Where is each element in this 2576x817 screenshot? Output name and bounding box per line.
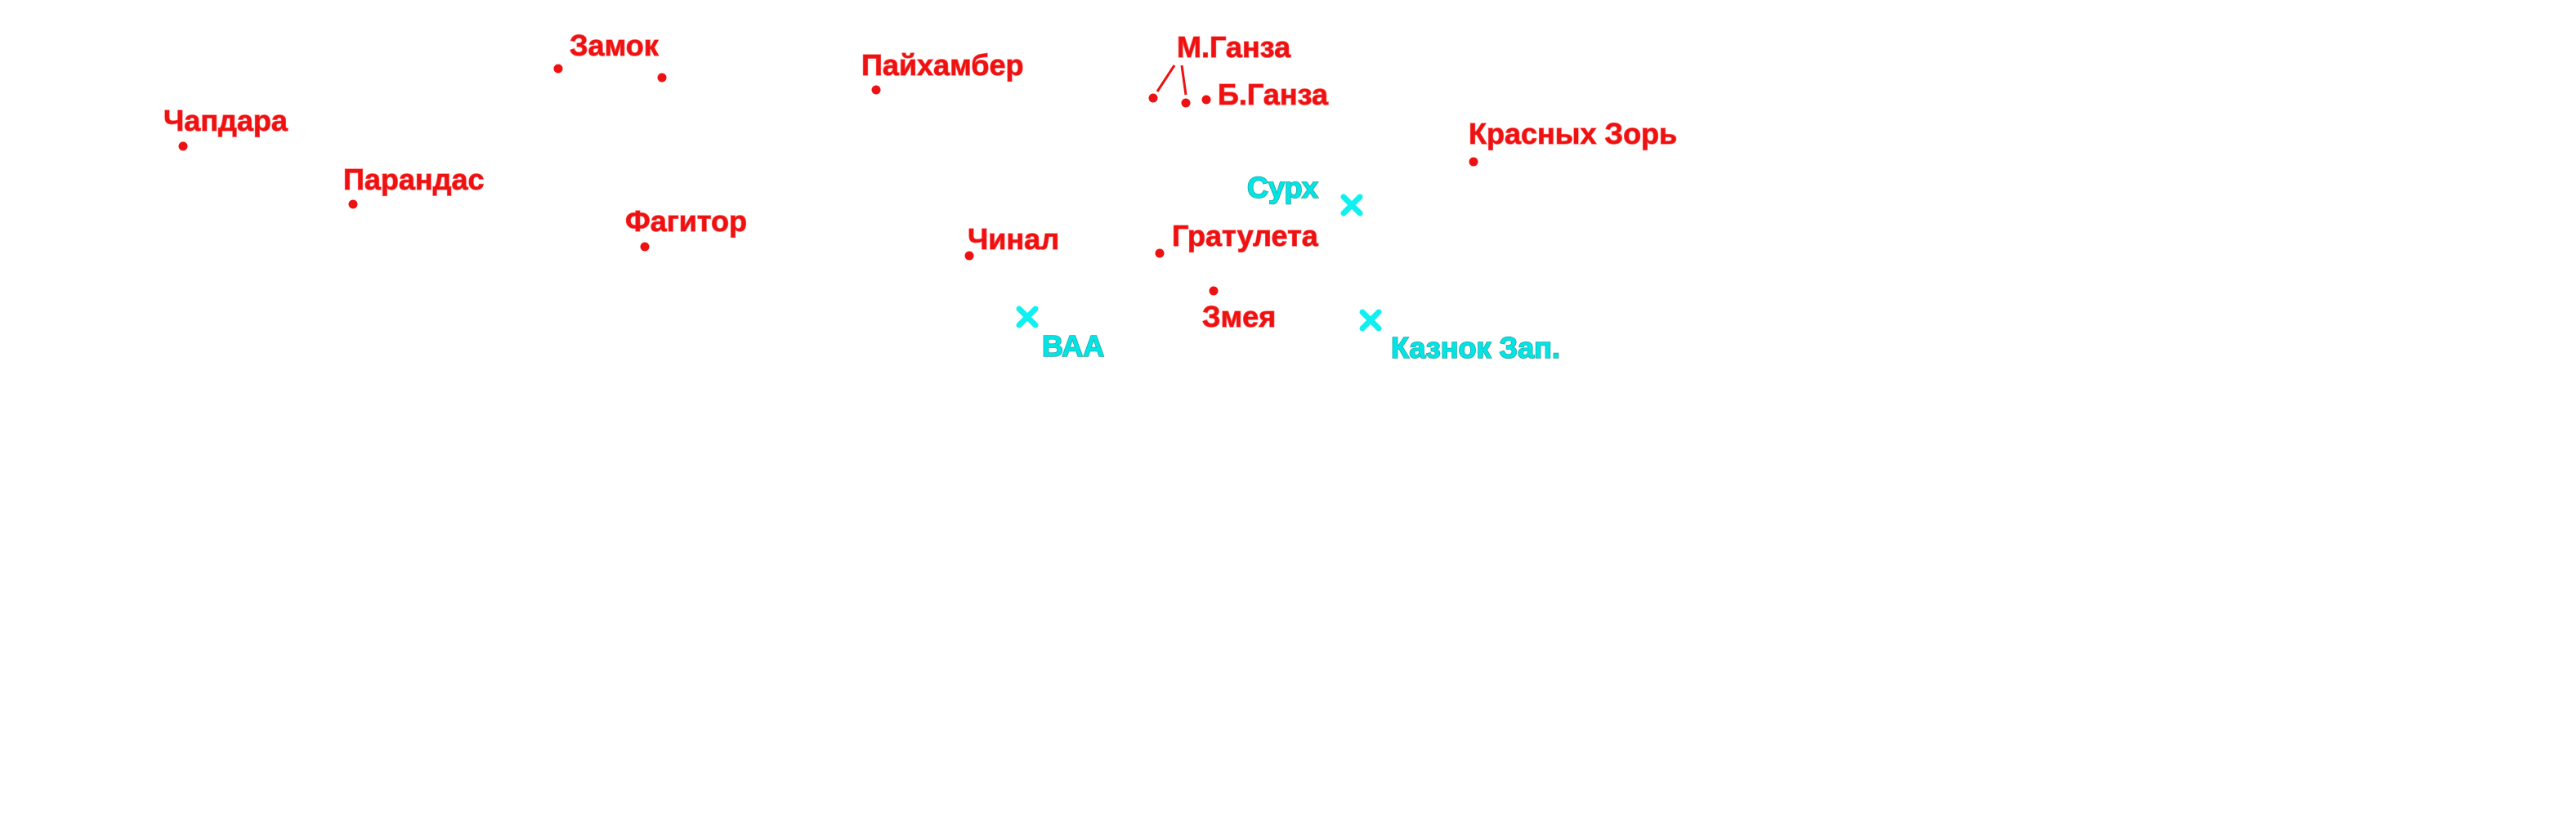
station-label-surh: Сурх bbox=[1247, 171, 1318, 204]
settlement-label-zamok: Замок bbox=[570, 29, 660, 62]
station-x-mark-kaznok-zap bbox=[1359, 309, 1382, 332]
settlement-label-zmeya: Змея bbox=[1202, 300, 1276, 333]
settlement-dot-krasnyh-zor bbox=[1469, 157, 1478, 167]
station-label-kaznok-zap: Казнок Зап. bbox=[1391, 331, 1560, 364]
settlement-label-fagitor: Фагитор bbox=[625, 204, 747, 238]
settlement-label-b-ganza: Б.Ганза bbox=[1218, 78, 1329, 111]
station-x-mark-vaa bbox=[1016, 306, 1039, 328]
station-label-vaa: ВАА bbox=[1042, 329, 1104, 363]
settlement-label-chinal: Чинал bbox=[968, 222, 1059, 256]
settlement-dot-zamok-2 bbox=[657, 73, 667, 83]
settlement-label-krasnyh-zor: Красных Зорь bbox=[1469, 117, 1677, 150]
settlement-dot-chapdara bbox=[178, 141, 188, 151]
settlement-label-gratuleta: Гратулета bbox=[1172, 219, 1319, 252]
leader-line-m-ganza-left bbox=[1156, 65, 1176, 92]
settlement-label-payhamber: Пайхамбер bbox=[861, 48, 1023, 82]
settlement-dot-b-ganza bbox=[1201, 95, 1211, 105]
settlement-dot-zmeya bbox=[1209, 286, 1219, 296]
settlement-label-chapdara: Чапдара bbox=[163, 104, 288, 137]
settlement-dot-b-ganza-a bbox=[1181, 98, 1191, 108]
station-x-mark-surh bbox=[1340, 194, 1363, 217]
settlement-label-m-ganza: М.Ганза bbox=[1177, 30, 1291, 64]
settlement-dot-m-ganza bbox=[1148, 93, 1158, 103]
settlement-dot-gratuleta bbox=[1155, 248, 1165, 258]
settlement-label-parandas: Парандас bbox=[343, 163, 485, 196]
settlement-dot-chinal bbox=[964, 251, 974, 261]
settlement-dot-fagitor bbox=[640, 242, 650, 252]
settlement-dot-payhamber bbox=[871, 85, 881, 95]
settlement-dot-parandas bbox=[348, 199, 358, 209]
settlement-dot-zamok bbox=[553, 64, 563, 74]
leader-line-m-ganza-right bbox=[1180, 65, 1187, 96]
